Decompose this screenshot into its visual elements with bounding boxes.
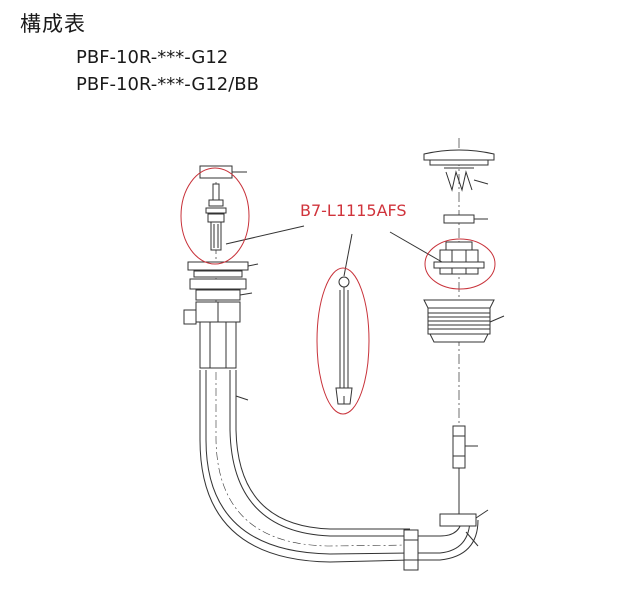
part-number-label: B7-L1115AFS <box>300 201 407 220</box>
drain-assembly <box>389 138 505 514</box>
callout-leader-left <box>225 225 305 245</box>
highlight-ellipse-centre <box>316 267 370 415</box>
flexible-hose <box>199 370 489 571</box>
connecting-rod-part <box>335 233 353 405</box>
page-title: 構成表 <box>20 12 86 36</box>
highlight-ellipse-left <box>180 167 250 265</box>
highlight-ellipse-right <box>424 238 496 290</box>
model-number-2: PBF-10R-***-G12/BB <box>76 74 259 95</box>
model-number-1: PBF-10R-***-G12 <box>76 47 229 68</box>
overflow-head-assembly <box>183 165 259 369</box>
